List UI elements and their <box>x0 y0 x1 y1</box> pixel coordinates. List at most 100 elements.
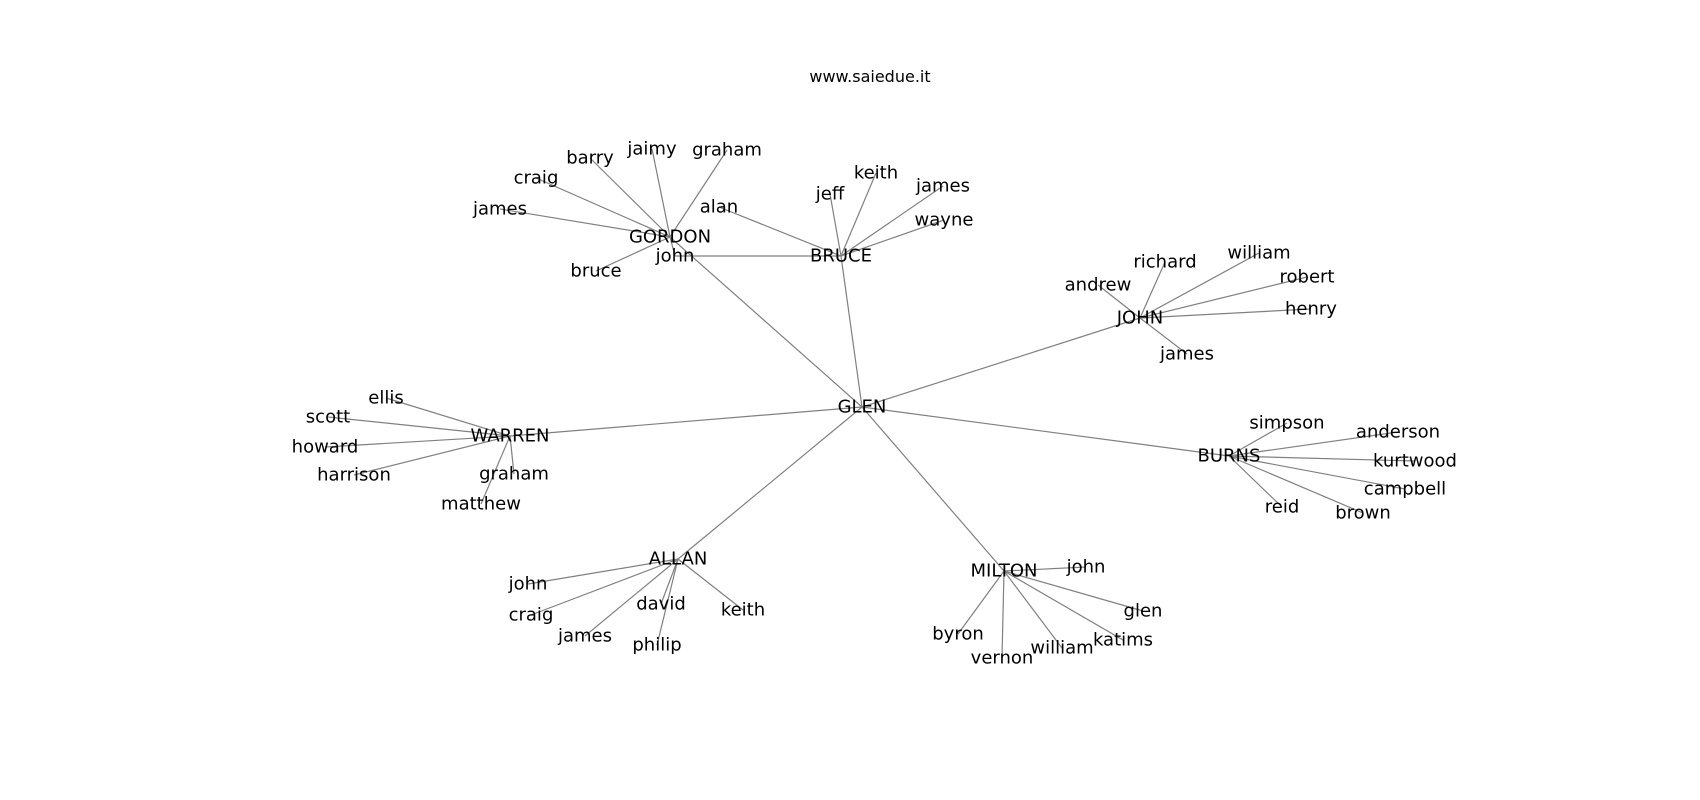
node-warren-harrison: harrison <box>317 465 391 486</box>
node-burns-campbell: campbell <box>1364 479 1446 500</box>
edge-allan-allan_philip <box>656 558 679 646</box>
node-bruce-jeff: jeff <box>815 184 845 205</box>
node-gordon-bruce: bruce <box>570 261 621 282</box>
edge-john-john_richard <box>1139 261 1166 319</box>
node-allan-david: david <box>636 594 686 615</box>
node-john-andrew: andrew <box>1065 275 1132 296</box>
node-john-james: james <box>1159 344 1214 365</box>
edge-gordon-gordon_graham <box>669 149 728 238</box>
edge-glen-allan <box>677 406 863 560</box>
edge-warren-warren_howard <box>324 435 511 448</box>
node-gordon-craig: craig <box>514 168 559 189</box>
edge-glen-milton <box>861 406 1005 572</box>
node-milton-glen: glen <box>1124 601 1163 622</box>
edge-glen-burns <box>861 406 1230 457</box>
edge-gordon-gordon_craig <box>535 177 671 238</box>
node-bruce-keith: keith <box>854 163 898 184</box>
edge-bruce-bruce_james <box>840 185 944 257</box>
node-milton-vernon: vernon <box>971 648 1034 669</box>
edge-allan-allan_david <box>660 558 679 605</box>
node-gordon-james: james <box>472 199 527 220</box>
node-john-richard: richard <box>1133 252 1196 273</box>
edge-burns-burns_brown <box>1228 455 1364 514</box>
edge-glen-bruce <box>840 255 863 408</box>
edge-john-john_james <box>1139 317 1188 355</box>
edge-allan-allan_james <box>584 558 679 637</box>
node-glen: GLEN <box>838 397 887 418</box>
node-warren-scott: scott <box>306 407 350 428</box>
labels-layer: GLEN GORDON BRUCE JOHN WARREN BURNS ALLAN MILTO… <box>292 139 1457 669</box>
node-warren-graham: graham <box>479 464 549 485</box>
edge-burns-burns_anderson <box>1228 431 1399 457</box>
edge-gordon-gordon_john <box>669 236 676 257</box>
node-allan-james: james <box>557 626 612 647</box>
edge-milton-milton_byron <box>957 570 1005 635</box>
edge-allan-allan_keith <box>677 558 744 611</box>
edge-milton-milton_katims <box>1003 570 1124 641</box>
edge-burns-burns_reid <box>1228 455 1283 508</box>
edge-john-john_andrew <box>1097 284 1141 319</box>
node-burns-reid: reid <box>1265 497 1300 518</box>
edge-warren-warren_scott <box>327 416 511 437</box>
node-milton-john: john <box>1066 557 1106 578</box>
edge-bruce-bruce_wayne <box>840 219 945 257</box>
edge-burns-burns_simpson <box>1228 422 1288 457</box>
node-allan-philip: philip <box>632 635 681 656</box>
node-allan-john: john <box>508 574 548 595</box>
edge-john-john_william <box>1139 252 1260 319</box>
edge-warren-warren_matthew <box>480 435 511 505</box>
edge-glen-warren <box>509 406 863 437</box>
node-bruce-alan: alan <box>700 197 738 218</box>
edge-glen-gordon <box>669 236 863 408</box>
edge-burns-burns_kurtwood <box>1228 455 1416 462</box>
edge-glen-john <box>861 317 1141 408</box>
node-burns: BURNS <box>1198 446 1261 467</box>
node-warren-howard: howard <box>292 437 359 458</box>
edge-burns-burns_campbell <box>1228 455 1406 490</box>
edge-warren-warren_ellis <box>385 397 511 437</box>
diagram-title: www.saiedue.it <box>809 67 930 86</box>
node-john-robert: robert <box>1280 267 1335 288</box>
edge-john-john_henry <box>1139 308 1312 319</box>
edge-gordon-gordon_james <box>499 208 671 238</box>
edge-allan-allan_craig <box>530 558 679 616</box>
node-gordon-graham: graham <box>692 140 762 161</box>
edge-gordon-gordon_bruce <box>595 236 671 272</box>
node-burns-anderson: anderson <box>1356 422 1440 443</box>
node-bruce: BRUCE <box>810 246 872 267</box>
edge-bruce-bruce_alan <box>718 206 842 257</box>
node-gordon: GORDON <box>629 227 711 248</box>
node-john-henry: henry <box>1285 299 1337 320</box>
node-gordon-jaimy: jaimy <box>626 139 677 160</box>
node-gordon-barry: barry <box>566 148 614 169</box>
node-warren-matthew: matthew <box>441 494 521 515</box>
edge-bruce-bruce_keith <box>840 172 877 257</box>
node-gordon-john: john <box>655 246 695 267</box>
node-allan: ALLAN <box>649 549 708 570</box>
edge-milton-milton_william <box>1003 570 1063 649</box>
node-bruce-wayne: wayne <box>915 210 974 231</box>
edge-bruce-bruce_jeff <box>829 193 842 257</box>
node-burns-simpson: simpson <box>1249 413 1324 434</box>
node-bruce-james: james <box>915 176 970 197</box>
edge-warren-warren_harrison <box>353 435 511 476</box>
node-john: JOHN <box>1116 308 1163 329</box>
edge-warren-warren_graham <box>509 435 515 475</box>
node-allan-keith: keith <box>721 600 765 621</box>
node-milton: MILTON <box>970 561 1037 582</box>
edge-gordon-gordon_barry <box>589 157 671 238</box>
node-milton-william: william <box>1030 638 1093 659</box>
edge-allan-allan_john <box>527 558 679 585</box>
edges-layer <box>324 148 1416 659</box>
edge-milton-milton_vernon <box>1001 570 1005 659</box>
edge-gordon-gordon_jaimy <box>651 148 671 238</box>
node-allan-craig: craig <box>509 605 554 626</box>
node-warren: WARREN <box>471 426 550 447</box>
edge-john-john_robert <box>1139 276 1308 319</box>
edge-milton-milton_john <box>1003 566 1087 572</box>
node-milton-byron: byron <box>932 624 984 645</box>
node-john-william: william <box>1227 243 1290 264</box>
node-warren-ellis: ellis <box>368 388 403 409</box>
node-burns-kurtwood: kurtwood <box>1373 451 1457 472</box>
